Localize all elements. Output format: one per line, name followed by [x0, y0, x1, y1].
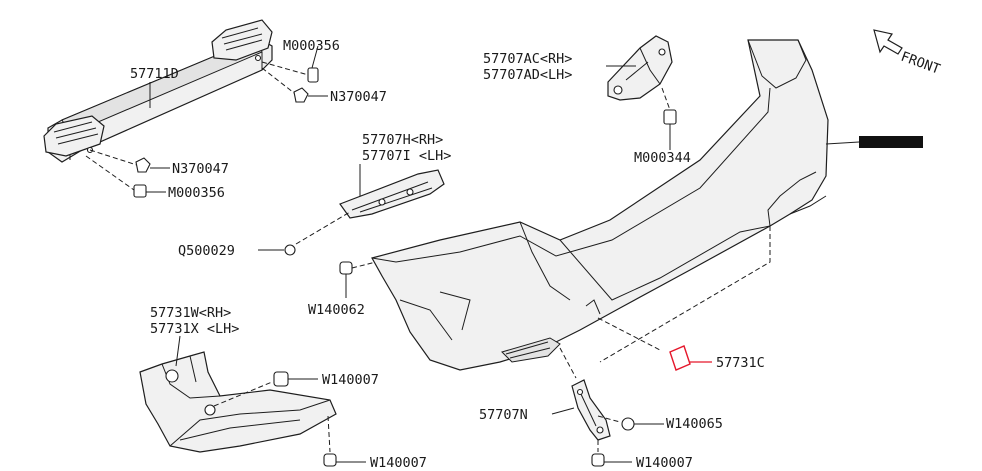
splash-guard: [139, 351, 337, 453]
bolt-m000356-top: [261, 45, 319, 83]
label-w140065: W140065: [666, 416, 723, 432]
clip-w140062: [339, 261, 377, 298]
rear-bumper-cover: [371, 39, 829, 371]
label-n370047-top: N370047: [330, 89, 387, 105]
label-57711d: 57711D: [130, 66, 179, 82]
label-57707h: 57707H<RH>: [362, 132, 443, 148]
bolt-m000356-left: [85, 155, 166, 198]
cover-57731c-red: [669, 345, 712, 371]
label-57731w: 57731W<RH>: [150, 305, 231, 321]
bumper-reinforcement: [43, 19, 273, 163]
clip-q500029: [258, 211, 351, 256]
clip-w140007-bottom-right: [591, 440, 632, 467]
label-57707ac: 57707AC<RH>: [483, 51, 572, 67]
nut-n370047-top: [261, 67, 328, 103]
label-w140007-bottom-right: W140007: [636, 455, 693, 471]
lower-bracket: [571, 379, 611, 441]
label-57707ad: 57707AD<LH>: [483, 67, 572, 83]
label-m000344: M000344: [634, 150, 691, 166]
arrow-front-icon: [873, 29, 903, 55]
clip-w140007-splash-lower: [323, 415, 366, 467]
label-w140062: W140062: [308, 302, 365, 318]
label-57707i: 57707I <LH>: [362, 148, 451, 164]
label-front: FRONT: [899, 49, 943, 78]
label-57731x: 57731X <LH>: [150, 321, 239, 337]
clip-w140007-splash-upper: [213, 371, 318, 407]
redacted-label-bar: [859, 136, 923, 148]
label-w140007-splash-lower: W140007: [370, 455, 427, 471]
label-m000356-top: M000356: [283, 38, 340, 54]
label-q500029: Q500029: [178, 243, 235, 259]
label-w140007-splash-upper: W140007: [322, 372, 379, 388]
side-bracket: [339, 169, 445, 219]
label-n370047-left: N370047: [172, 161, 229, 177]
label-57707n: 57707N: [479, 407, 528, 423]
clip-w140065: [597, 415, 664, 431]
nut-n370047-left: [89, 149, 170, 173]
upper-side-bracket: [607, 35, 677, 125]
label-m000356-left: M000356: [168, 185, 225, 201]
label-57731c: 57731C: [716, 355, 765, 371]
